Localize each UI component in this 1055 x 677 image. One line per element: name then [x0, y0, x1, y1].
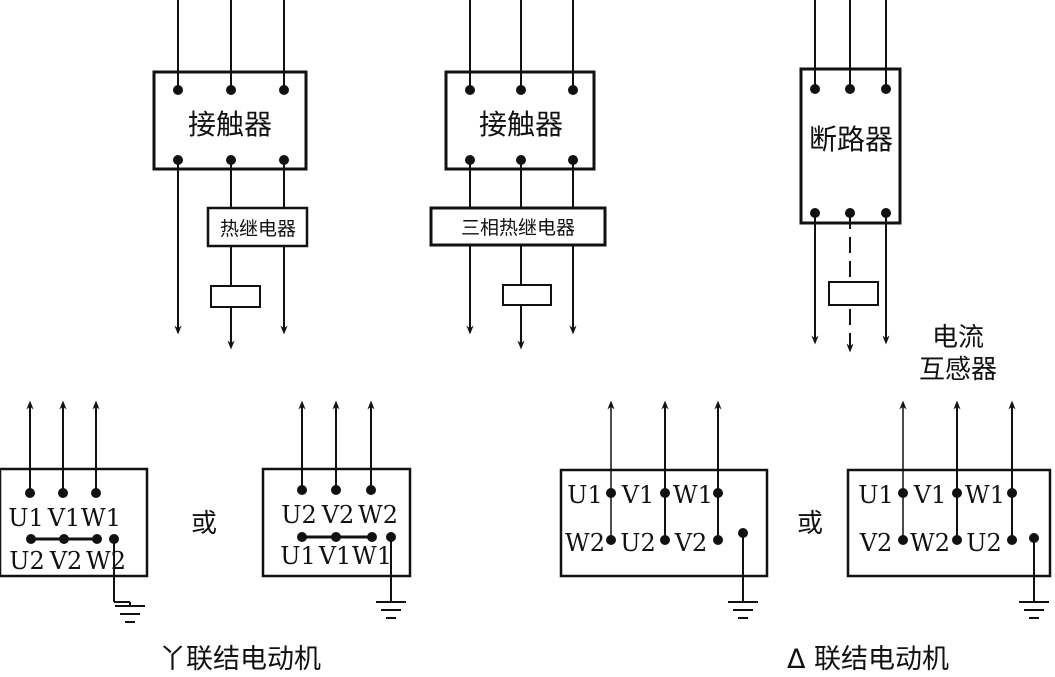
terminal-label: U1 — [567, 481, 603, 509]
terminal-label: V2 — [859, 529, 893, 557]
terminal-label: U2 — [966, 529, 1002, 557]
terminal-label: V2 — [674, 529, 708, 557]
thermal-relay-box — [206, 206, 309, 248]
three-phase-relay-label: 三相热继电器 — [461, 217, 575, 239]
ct-label-line2: 互感器 — [919, 355, 997, 385]
current-transformer — [828, 281, 879, 306]
terminal-label: W2 — [910, 529, 950, 557]
terminal-label: W1 — [965, 481, 1005, 509]
or-label-delta: 或 — [797, 509, 823, 539]
terminal-label: U2 — [281, 501, 317, 529]
star-motor-a — [0, 400, 149, 623]
terminal-label: V1 — [621, 481, 655, 509]
delta-motor-b — [846, 400, 1052, 619]
ct-label-line1: 电流 — [932, 323, 984, 353]
terminal-label: V1 — [913, 481, 947, 509]
terminal-label: W1 — [81, 504, 121, 532]
terminal-label: W2 — [86, 547, 126, 575]
terminal-dots — [25, 84, 1039, 545]
circuit-contactor-thermal-relay — [152, 0, 309, 350]
breaker-label: 断路器 — [809, 123, 893, 156]
terminal-label: W2 — [358, 501, 398, 529]
terminal-label: U2 — [620, 529, 656, 557]
thermal-element — [210, 285, 261, 308]
terminal-label: U1 — [858, 481, 894, 509]
star-caption: 丫联结电动机 — [159, 644, 321, 675]
terminal-label: V2 — [321, 501, 355, 529]
delta-motor-a — [559, 400, 769, 619]
terminal-label: U2 — [9, 547, 45, 575]
delta-caption: Δ 联结电动机 — [787, 644, 949, 675]
terminal-label: U1 — [280, 542, 316, 570]
circuit-contactor-3phase-relay — [429, 0, 607, 350]
three-phase-relay-box — [429, 206, 607, 247]
thermal-relay-label: 热继电器 — [220, 218, 296, 240]
terminal-label: W1 — [673, 481, 713, 509]
contactor-label-1: 接触器 — [188, 108, 272, 141]
terminal-label: V1 — [47, 504, 81, 532]
terminal-label: V1 — [318, 542, 352, 570]
terminal-label: W1 — [352, 542, 392, 570]
terminal-label: W2 — [565, 529, 605, 557]
thermal-element-2 — [502, 284, 552, 306]
terminal-label: V2 — [49, 547, 83, 575]
terminal-label: U1 — [8, 504, 44, 532]
contactor-label-2: 接触器 — [479, 108, 563, 141]
or-label-star: 或 — [191, 509, 217, 539]
circuit-breaker-ct — [799, 0, 902, 353]
